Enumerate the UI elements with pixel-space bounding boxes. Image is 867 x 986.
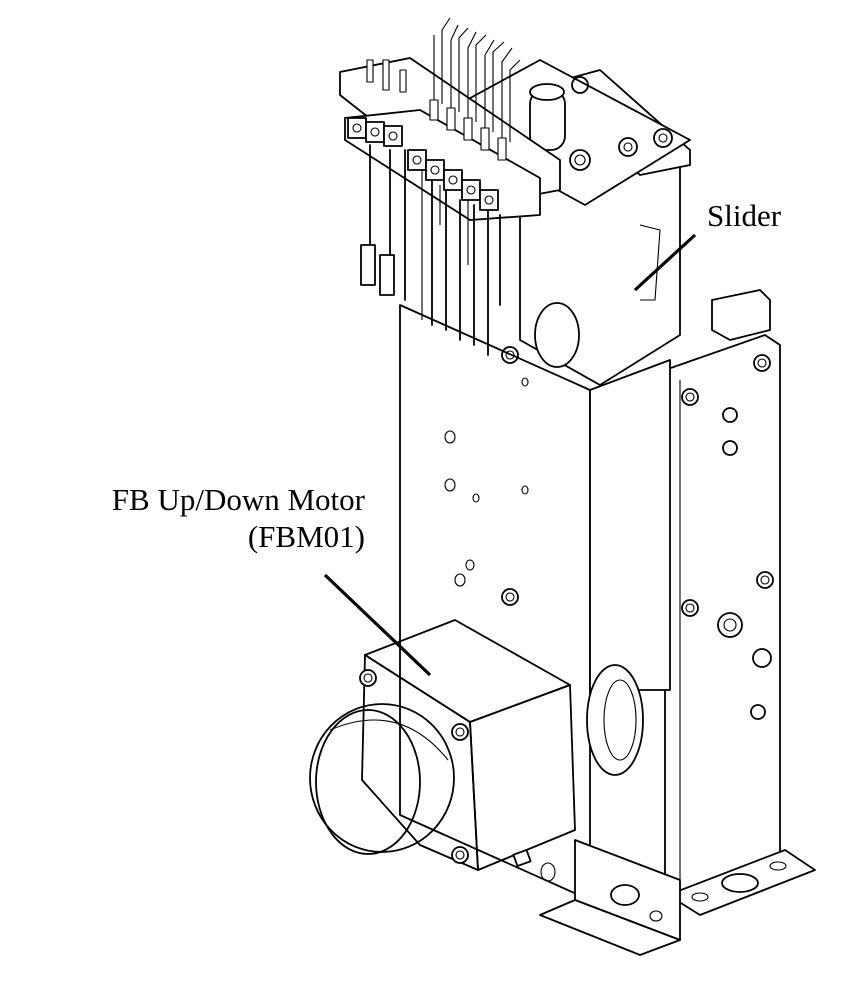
main-column	[399, 304, 681, 956]
slider-label: Slider	[707, 198, 782, 233]
slider-leader-line	[633, 233, 697, 292]
fb-motor	[309, 619, 576, 871]
pin-head-assembly	[339, 17, 561, 356]
motor-label-line2: (FBM01)	[247, 518, 365, 554]
motor-leader-line	[323, 573, 432, 677]
right-bracket	[664, 289, 816, 916]
motor-label: FB Up/Down Motor (FBM01)	[112, 482, 365, 555]
slider-block	[429, 59, 691, 386]
motor-label-line1: FB Up/Down Motor	[111, 482, 365, 517]
